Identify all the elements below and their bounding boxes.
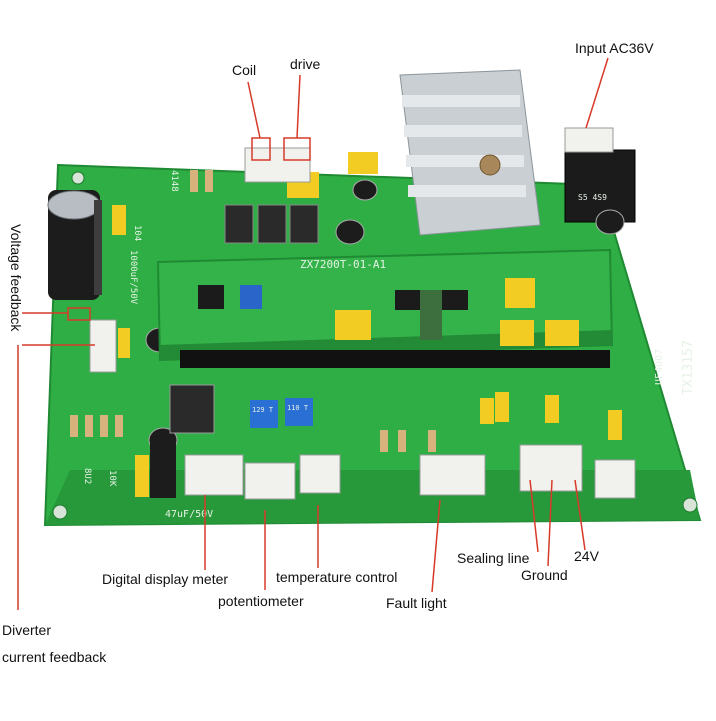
code-marking: 8U2 [82,468,92,484]
coil-callout-line [247,81,261,139]
aux-connector [594,459,636,499]
main-capacitor-top [47,190,101,220]
heatsink-fin [408,185,526,197]
fault-light-connector [419,454,486,496]
board-id-marking: TX13157 [681,340,696,395]
resistor [115,415,123,437]
digital-display-connector [184,454,244,496]
diode-marking: UF4007 [654,349,665,385]
heatsink-fin [404,125,522,137]
transistor [224,204,254,244]
input-ac36v-label: Input AC36V [575,40,654,56]
ic-chip [440,290,468,310]
transistor [257,204,287,244]
inductor [420,290,442,340]
input-callout-line [585,57,609,129]
film-capacitor [348,152,378,174]
trimmer-marking: 110 T [287,404,309,412]
pin-header [180,350,610,368]
heatsink [399,69,541,236]
film-capacitor [480,398,494,424]
resistor [100,415,108,437]
voltage-feedback-callout-box [67,307,91,321]
coil-label: Coil [232,62,257,78]
trimmer-potentiometer [285,398,313,426]
bridge-marking: S5 4S9 [578,193,607,202]
film-capacitor [505,278,535,308]
daughter-board-marking: ZX7200T-01-A1 [300,258,386,271]
fault-light-line [431,499,441,593]
film-capacitor [335,310,371,340]
temperature-control-label: temperature control [276,569,398,585]
small-capacitor [335,219,365,245]
24v-label: 24V [574,548,599,564]
ic-chip [395,290,423,310]
fault-light-label: Fault light [386,595,447,611]
digital-display-meter-label: Digital display meter [102,571,229,587]
resistor [398,430,406,452]
film-capacitor [495,392,509,422]
code-marking: 104 [132,225,142,241]
bottom-cap-marking: 47uF/50V [165,509,213,520]
heatsink-fin [402,95,520,107]
input-connector [564,127,614,153]
code-marking: 10K [107,470,117,487]
heatsink-fin [406,155,524,167]
code-marking: 4148 [169,170,179,192]
heatsink-screw [479,154,501,176]
ic-chip [198,285,224,309]
resistor [190,170,198,192]
drive-callout-line [296,74,301,139]
temperature-connector [299,454,341,494]
mount-hole [52,504,68,520]
mount-hole [71,171,85,185]
resistor [85,415,93,437]
coil-drive-connector [244,147,311,183]
diverter-label: Diverter [2,622,52,638]
resistor [380,430,388,452]
film-capacitor [118,328,130,358]
sealing-line-callout [529,479,539,553]
coil-callout-box [251,137,271,161]
sealing-line-label: Sealing line [457,550,530,566]
main-cap-marking: 1000uF/50V [128,250,138,305]
ground-callout-line [547,479,553,567]
potentiometer-label: potentiometer [218,593,304,609]
film-capacitor [112,205,126,235]
film-capacitor [135,455,149,497]
mount-hole [682,497,698,513]
resistor [70,415,78,437]
transistor [169,384,215,434]
small-capacitor-body [150,440,176,498]
voltage-feedback-connector [89,319,117,373]
trim-pot [240,285,262,309]
output-connector [519,444,583,492]
film-capacitor [545,395,559,423]
small-capacitor [352,179,378,201]
small-capacitor [595,209,625,235]
resistor [205,170,213,192]
film-capacitor [545,320,579,346]
current-feedback-label: current feedback [2,649,107,665]
transistor [289,204,319,244]
capacitor-sleeve [94,200,102,295]
voltage-feedback-label: Voltage feedback [8,224,24,332]
24v-callout-line [574,479,586,551]
potentiometer-connector [244,462,296,500]
resistor [428,430,436,452]
film-capacitor [608,410,622,440]
film-capacitor [500,320,534,346]
trimmer-potentiometer [250,400,278,428]
bridge-rectifier [564,149,636,223]
ground-label: Ground [521,567,568,583]
drive-label: drive [290,56,321,72]
trimmer-marking: 129 T [252,406,274,414]
